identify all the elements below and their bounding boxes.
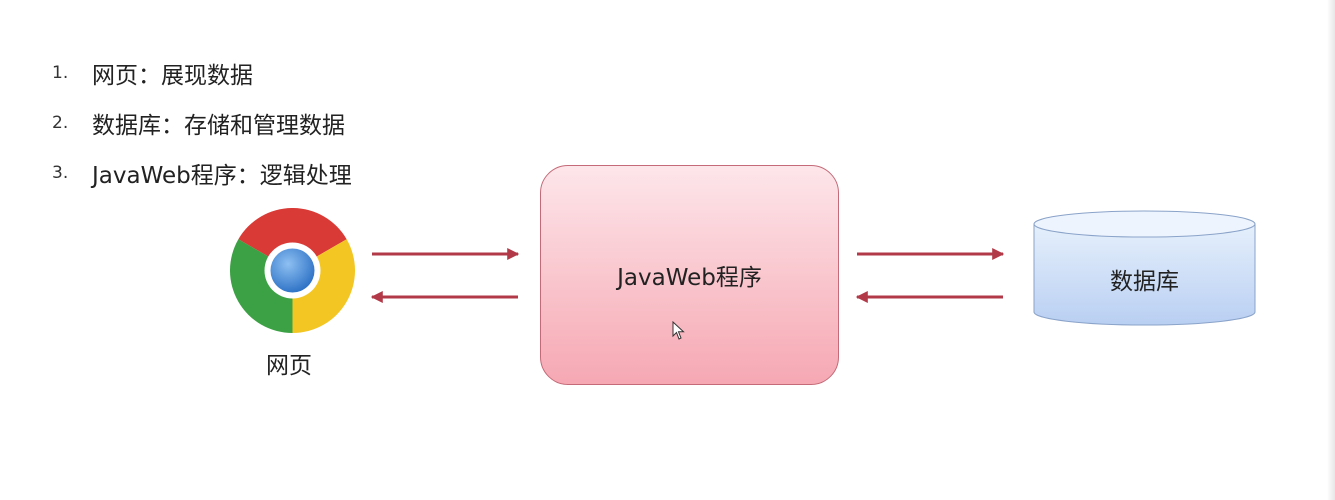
javaweb-app-box xyxy=(540,165,839,385)
list-item: 1. 网页：展现数据 xyxy=(52,48,352,98)
bullet-list: 1. 网页：展现数据 2. 数据库：存储和管理数据 3. JavaWeb程序：逻… xyxy=(52,48,352,198)
javaweb-app-label: JavaWeb程序 xyxy=(617,265,762,291)
list-item: 2. 数据库：存储和管理数据 xyxy=(52,98,352,148)
list-text: 网页：展现数据 xyxy=(92,63,253,89)
chrome-icon xyxy=(229,207,356,333)
slide-edge-shadow xyxy=(1327,0,1335,500)
database-icon xyxy=(1032,210,1257,330)
list-number: 3. xyxy=(52,163,69,183)
browser-label: 网页 xyxy=(266,353,312,379)
list-number: 2. xyxy=(52,113,69,133)
list-number: 1. xyxy=(52,63,69,83)
list-item: 3. JavaWeb程序：逻辑处理 xyxy=(52,148,352,198)
list-text: JavaWeb程序：逻辑处理 xyxy=(92,163,352,189)
database-label: 数据库 xyxy=(1110,269,1179,295)
list-text: 数据库：存储和管理数据 xyxy=(92,113,345,139)
mouse-pointer-icon xyxy=(672,320,686,345)
